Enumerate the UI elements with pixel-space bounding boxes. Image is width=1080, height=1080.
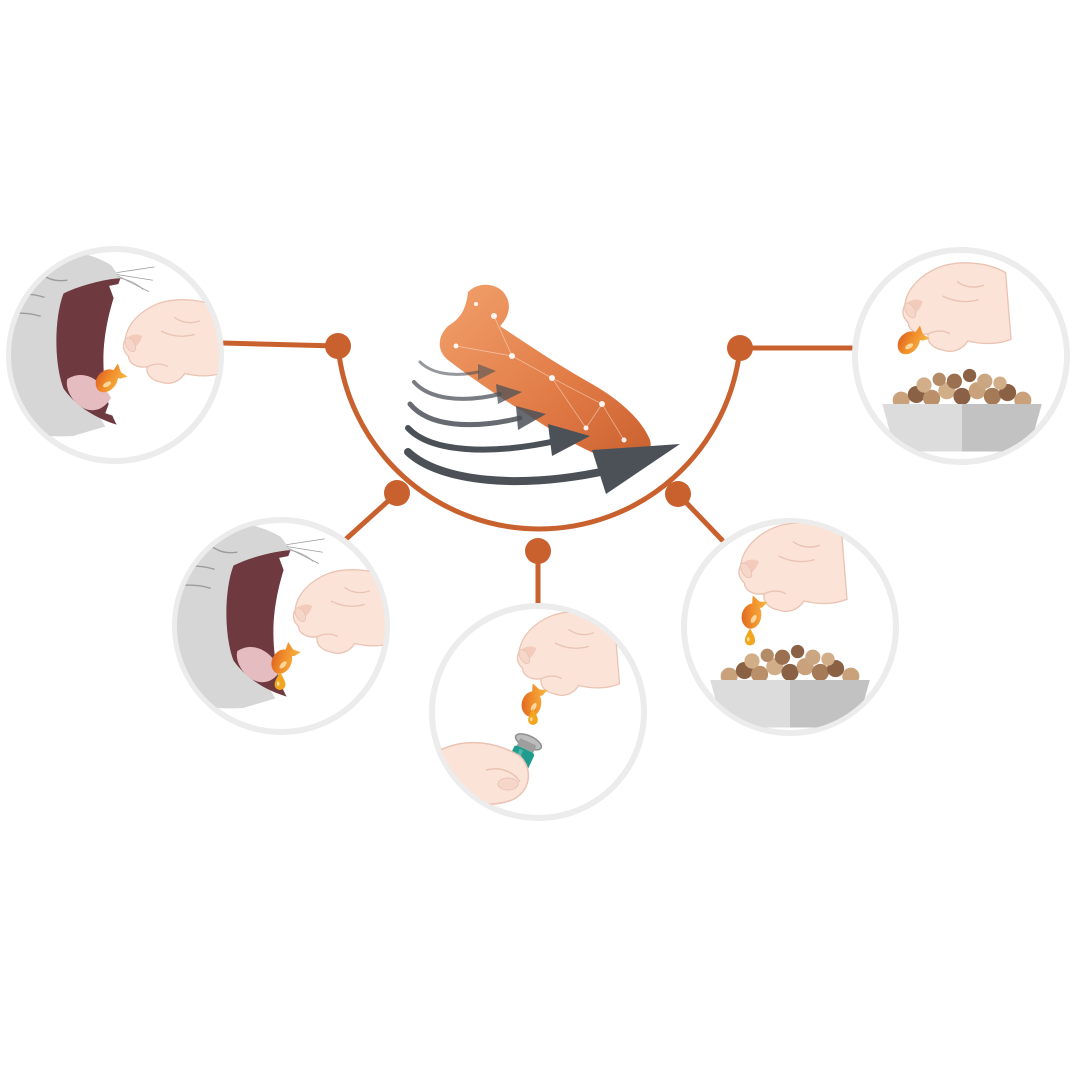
connector-arc (335, 343, 743, 532)
fish-shaped-capsule-with-fast-motion-arrows-icon (404, 284, 680, 494)
connector-node (325, 333, 351, 359)
fish-capsule-shape (439, 284, 651, 463)
connector-node (665, 481, 691, 507)
method-oil-onto-food (681, 518, 899, 736)
motion-arrowheads (478, 364, 680, 494)
method-oil-drop-into-cat-mouth (172, 517, 390, 735)
motion-arrows (404, 360, 614, 485)
method-capsule-to-cat-mouth (6, 246, 224, 464)
fish-network-lines (455, 315, 625, 441)
method-oil-into-applicator (429, 603, 647, 821)
connector-node (384, 480, 410, 506)
connector-nodes (325, 333, 753, 564)
connector-line-capsule-to-cat-mouth (219, 340, 341, 349)
method-capsule-on-food (852, 247, 1070, 465)
connector-node (525, 538, 551, 564)
connector-node (727, 335, 753, 361)
fish-sparkles (453, 302, 627, 443)
